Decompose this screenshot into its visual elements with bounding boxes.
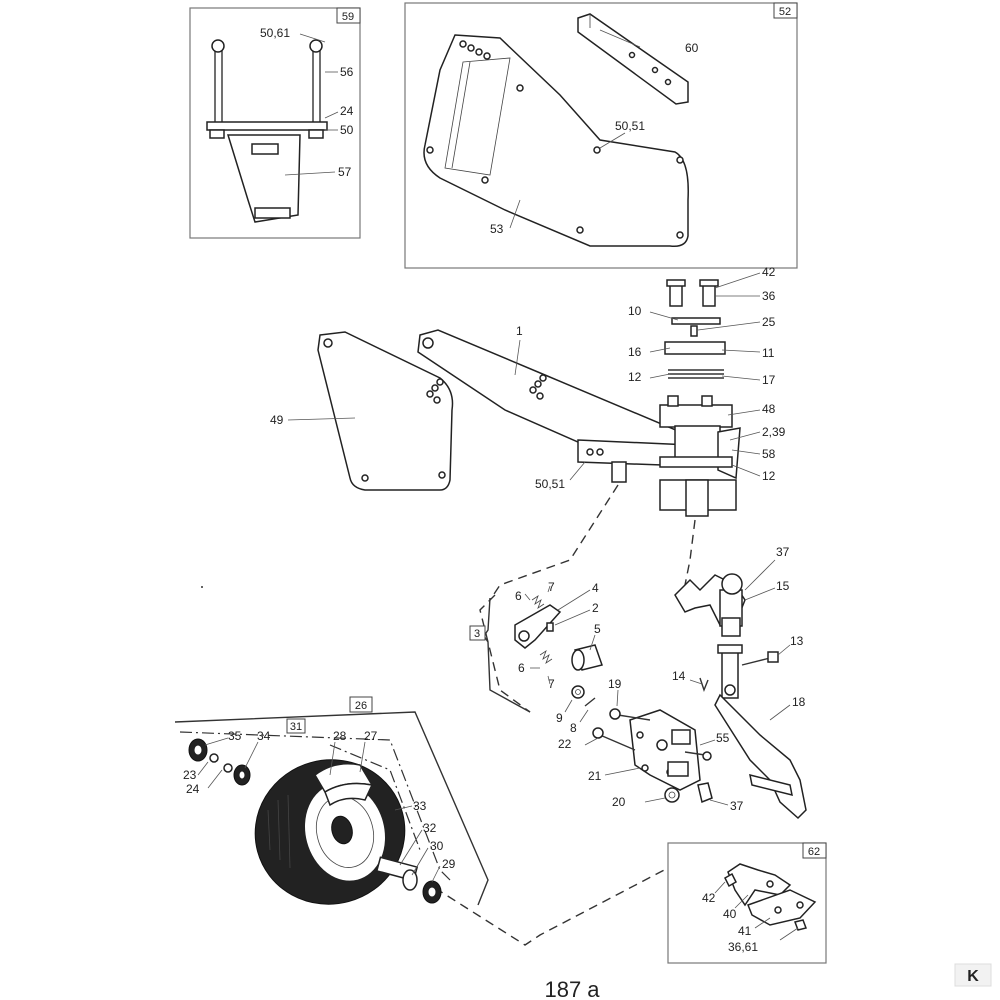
label-18: 18 — [792, 695, 806, 709]
label-40: 40 — [723, 907, 737, 921]
label-24-top: 24 — [340, 104, 354, 118]
group-3-tag: 3 — [474, 628, 480, 640]
label-16: 16 — [628, 345, 642, 359]
label-60: 60 — [685, 41, 699, 55]
label-2-39: 2,39 — [762, 425, 786, 439]
label-32: 32 — [423, 821, 437, 835]
label-56: 56 — [340, 65, 354, 79]
label-27: 27 — [364, 729, 378, 743]
inset-62-tag: 62 — [808, 846, 820, 858]
label-42: 42 — [762, 265, 776, 279]
label-48: 48 — [762, 402, 776, 416]
main-assembly: 42 36 10 25 16 11 12 17 48 2,39 58 12 1 … — [270, 265, 786, 517]
label-58: 58 — [762, 447, 776, 461]
label-8: 8 — [570, 721, 577, 735]
label-30: 30 — [430, 839, 444, 853]
label-22: 22 — [558, 737, 572, 751]
spring-lock-group-3: 3 6 7 4 2 5 6 7 9 8 — [469, 580, 603, 735]
label-24-wheel: 24 — [186, 782, 200, 796]
inset-59-tag: 59 — [342, 11, 354, 23]
label-41: 41 — [738, 924, 752, 938]
inset-52: 52 60 50,51 53 — [404, 2, 798, 269]
label-36-61: 36,61 — [728, 940, 758, 954]
page-number-label: 187 a — [544, 977, 600, 1000]
label-6-lower: 6 — [518, 661, 525, 675]
label-9: 9 — [556, 711, 563, 725]
label-12-upper: 12 — [628, 370, 642, 384]
label-53: 53 — [490, 222, 504, 236]
label-50-51-main: 50,51 — [535, 477, 565, 491]
label-13: 13 — [790, 634, 804, 648]
label-6-upper: 6 — [515, 589, 522, 603]
label-36: 36 — [762, 289, 776, 303]
group-26-tag: 26 — [355, 700, 367, 712]
label-50-61-top: 50,61 — [260, 26, 290, 40]
group-31-tag: 31 — [290, 721, 302, 733]
fork-bracket-21: 19 55 22 21 20 37 — [558, 677, 744, 813]
label-25: 25 — [762, 315, 776, 329]
label-55: 55 — [716, 731, 730, 745]
brand-logo-text: K — [967, 968, 979, 985]
wheel-group-26: 26 31 3 — [174, 696, 489, 906]
connector-lines — [434, 484, 696, 946]
label-50-top: 50 — [340, 123, 354, 137]
label-34: 34 — [257, 729, 271, 743]
label-29: 29 — [442, 857, 456, 871]
label-35: 35 — [228, 729, 242, 743]
inset-62: 62 42 40 41 36,61 — [667, 842, 827, 964]
label-5: 5 — [594, 622, 601, 636]
label-33: 33 — [413, 799, 427, 813]
label-15: 15 — [776, 579, 790, 593]
label-10: 10 — [628, 304, 642, 318]
label-4: 4 — [592, 581, 599, 595]
inset-59: 59 50,61 56 24 50 57 — [189, 7, 361, 239]
label-2: 2 — [592, 601, 599, 615]
label-37-upper: 37 — [776, 545, 790, 559]
label-49: 49 — [270, 413, 284, 427]
inset-52-tag: 52 — [779, 6, 791, 18]
label-7-upper: 7 — [548, 580, 555, 594]
label-50-51-inset: 50,51 — [615, 119, 645, 133]
label-21: 21 — [588, 769, 602, 783]
label-12-lower: 12 — [762, 469, 776, 483]
label-23: 23 — [183, 768, 197, 782]
brand-logo: K — [954, 963, 992, 987]
label-14: 14 — [672, 669, 686, 683]
label-57: 57 — [338, 165, 352, 179]
label-20: 20 — [612, 795, 626, 809]
label-28: 28 — [333, 729, 347, 743]
swivel-fork-assembly: 37 15 13 14 18 — [672, 545, 807, 820]
label-37-lower: 37 — [730, 799, 744, 813]
label-11: 11 — [762, 346, 775, 360]
label-7-lower: 7 — [548, 677, 555, 691]
label-19: 19 — [608, 677, 622, 691]
label-42-inset: 42 — [702, 891, 716, 905]
label-1: 1 — [516, 324, 523, 338]
label-17: 17 — [762, 373, 776, 387]
